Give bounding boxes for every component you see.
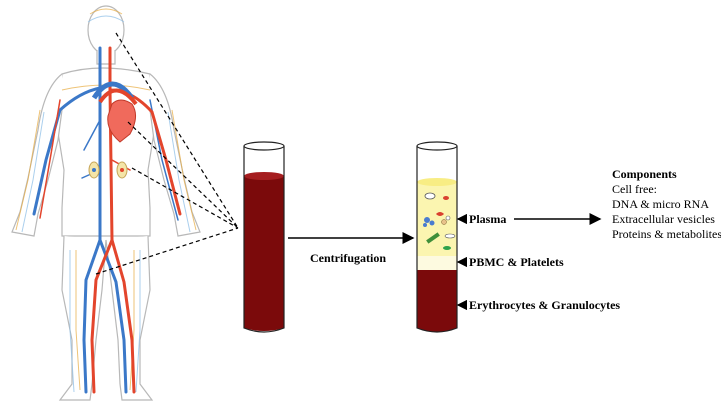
dashed-connector-lines — [95, 32, 239, 275]
plasma-particles-icon — [423, 192, 456, 250]
components-list: Components Cell free: DNA & micro RNA Ex… — [612, 167, 721, 241]
heart-shape — [107, 99, 136, 143]
separated-blood-tube — [416, 141, 458, 333]
whole-blood-tube — [243, 141, 285, 333]
components-item: Extracellular vesicles — [612, 212, 715, 226]
erythrocytes-label: Erythrocytes & Granulocytes — [469, 298, 620, 312]
components-item: Proteins & metabolites — [612, 227, 721, 241]
pbmc-label: PBMC & Platelets — [469, 255, 564, 269]
components-item: DNA & micro RNA — [612, 197, 709, 211]
centrifugation-label: Centrifugation — [310, 251, 386, 265]
plasma-label: Plasma — [469, 212, 506, 226]
human-body-illustration — [11, 5, 201, 401]
components-title: Components — [612, 167, 677, 181]
components-item: Cell free: — [612, 182, 657, 196]
